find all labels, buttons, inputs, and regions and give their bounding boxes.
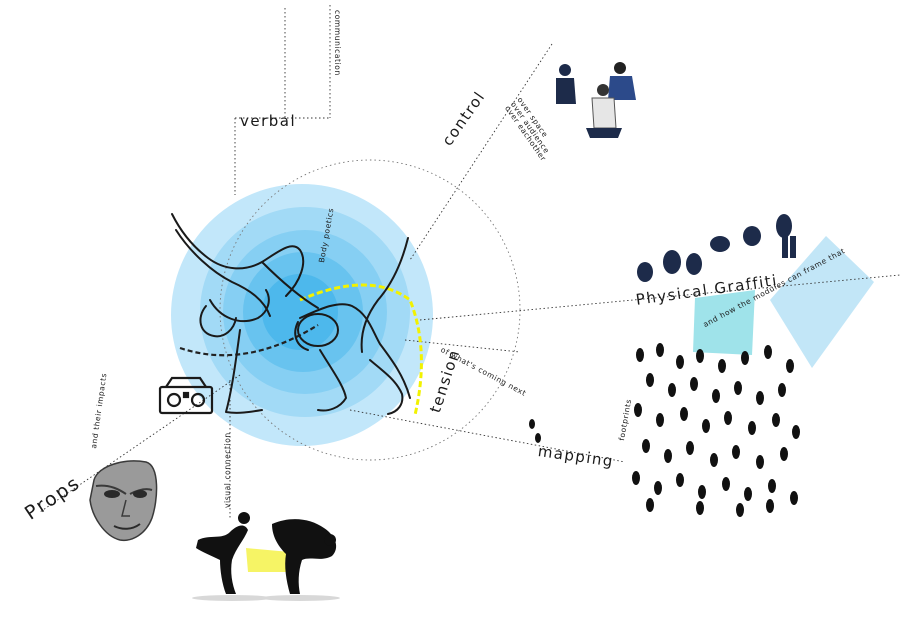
frame-panel-blue bbox=[770, 236, 874, 368]
footprints-icon bbox=[529, 343, 800, 517]
graffiti-dancers-icon bbox=[637, 214, 796, 282]
boombox-icon bbox=[158, 376, 214, 415]
label-visual-connection: visual connection bbox=[223, 432, 232, 508]
breakdancer-silhouette-icon bbox=[192, 512, 340, 601]
mask-icon bbox=[89, 460, 158, 542]
dotted-orbit bbox=[219, 159, 521, 461]
body-poetics-arc bbox=[179, 324, 319, 357]
tension-arc bbox=[299, 283, 423, 416]
label-verbal: verbal bbox=[240, 112, 297, 130]
blue-rings bbox=[171, 184, 433, 446]
connector-lines bbox=[39, 5, 900, 520]
dancer-group-icon bbox=[556, 62, 636, 138]
label-communication: communication bbox=[333, 10, 342, 76]
frame-panel-teal bbox=[693, 290, 755, 355]
dancer-sketch-icon bbox=[171, 213, 411, 415]
